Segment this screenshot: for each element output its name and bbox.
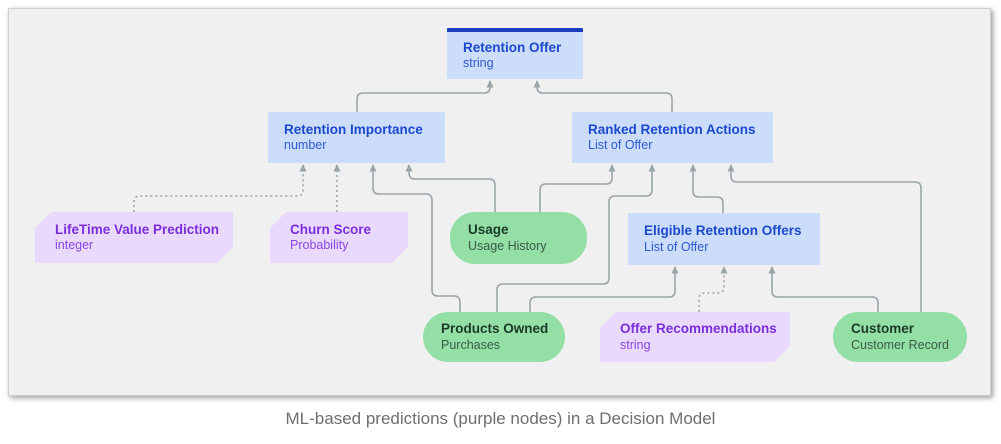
node-subtitle: Customer Record (851, 337, 949, 352)
node-title: Retention Offer (463, 39, 562, 55)
node-title: Customer (851, 321, 915, 337)
node-title: Products Owned (441, 321, 549, 337)
node-subtitle: List of Offer (588, 138, 653, 153)
node-title: Churn Score (290, 221, 372, 237)
node-subtitle: number (284, 138, 327, 153)
node-subtitle: Usage History (468, 238, 547, 253)
node-subtitle: List of Offer (644, 239, 709, 254)
node-title: Eligible Retention Offers (644, 223, 802, 239)
caption: ML-based predictions (purple nodes) in a… (285, 409, 716, 428)
node-subtitle: Purchases (441, 337, 501, 352)
node-subtitle: string (620, 337, 651, 352)
node-title: LifeTime Value Prediction (55, 221, 220, 237)
node-subtitle: string (463, 56, 494, 71)
node-subtitle: integer (55, 238, 94, 253)
node-title: Offer Recommendations (620, 321, 777, 337)
node-title: Usage (468, 222, 509, 238)
node-title: Ranked Retention Actions (588, 121, 756, 137)
node-title: Retention Importance (284, 121, 423, 137)
node-subtitle: Probability (290, 238, 349, 253)
